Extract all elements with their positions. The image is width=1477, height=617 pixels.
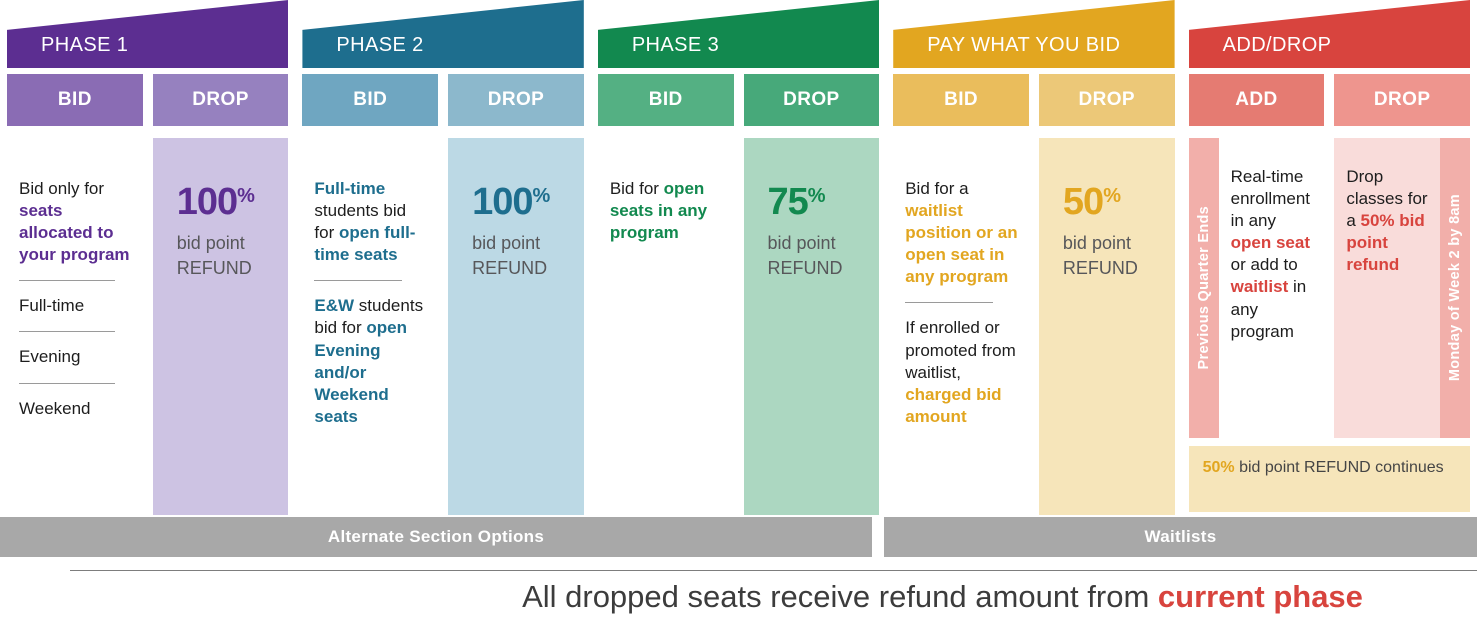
pwyb-drop-header: DROP bbox=[1038, 74, 1175, 126]
pwyb-bid-column: BID Bid for a waitlist position or an op… bbox=[893, 74, 1029, 515]
footer-note-highlight: current phase bbox=[1157, 579, 1363, 614]
refund-continues-text: 50% bid point REFUND continues bbox=[1202, 459, 1444, 476]
pwyb-bid-header: BID bbox=[893, 74, 1029, 126]
add-header: ADD bbox=[1188, 74, 1325, 126]
phase-3-columns: BID Bid for open seats in any program DR… bbox=[597, 74, 880, 515]
program-item: Evening bbox=[19, 347, 81, 367]
phase-3-bid-cell: Bid for open seats in any program bbox=[598, 138, 734, 515]
phase-3-drop-header: DROP bbox=[743, 74, 880, 126]
footer-note-text: All dropped seats receive refund amount … bbox=[522, 579, 1158, 614]
phase-2-bid-header: BID bbox=[302, 74, 439, 126]
drop-cell-wrap: Drop classes for a 50% bid point refund … bbox=[1334, 138, 1471, 438]
pwyb-bid-text-2: If enrolled or promoted from waitlist, c… bbox=[905, 318, 1016, 426]
refund-caption: REFUND bbox=[1062, 257, 1138, 278]
footer-note: All dropped seats receive refund amount … bbox=[420, 579, 1465, 614]
phase-2-drop-header: DROP bbox=[448, 74, 584, 126]
refund-percentage: 50% bbox=[1062, 181, 1121, 223]
phase-3-drop-cell: 75% bid point REFUND bbox=[743, 138, 880, 515]
add-drop-section: ADD/DROP ADD Previous Quarter Ends Real-… bbox=[1188, 0, 1471, 515]
refund-caption: bid point bbox=[767, 233, 836, 254]
phase-2-bid-column: BID Full-time students bid for open full… bbox=[302, 74, 439, 515]
previous-quarter-ends-strip: Previous Quarter Ends bbox=[1188, 138, 1219, 438]
add-cell-wrap: Previous Quarter Ends Real-time enrollme… bbox=[1188, 138, 1325, 438]
program-item: Weekend bbox=[19, 398, 91, 418]
phase-1-columns: BID Bid only for seats allocated to your… bbox=[7, 74, 289, 515]
phase-3-drop-column: DROP 75% bid point REFUND bbox=[743, 74, 880, 515]
pwyb-bid-cell: Bid for a waitlist position or an open s… bbox=[893, 138, 1029, 515]
add-cell: Real-time enrollment in any open seat or… bbox=[1219, 138, 1325, 438]
phases-row: PHASE 1 BID Bid only for seats allocated… bbox=[7, 0, 1471, 515]
phase-1-bid-cell: Bid only for seats allocated to your pro… bbox=[7, 138, 143, 515]
refund-percentage: 100% bbox=[176, 181, 255, 223]
refund-caption: bid point bbox=[1062, 233, 1131, 254]
add-text: Real-time enrollment in any open seat or… bbox=[1230, 167, 1310, 341]
drop-cell: Drop classes for a 50% bid point refund bbox=[1334, 138, 1441, 438]
refund-continues-bar: 50% bid point REFUND continues bbox=[1188, 446, 1471, 512]
phase-3-bid-text: Bid for open seats in any program bbox=[609, 179, 708, 243]
phase-3-banner: PHASE 3 bbox=[597, 0, 880, 68]
drop-text: Drop classes for a 50% bid point refund bbox=[1346, 167, 1428, 275]
phase-1-banner: PHASE 1 bbox=[7, 0, 289, 68]
refund-caption: bid point bbox=[472, 233, 541, 254]
add-drop-banner: ADD/DROP bbox=[1188, 0, 1471, 68]
pay-what-you-bid-banner: PAY WHAT YOU BID bbox=[893, 0, 1175, 68]
add-drop-drop-header: DROP bbox=[1334, 74, 1471, 126]
refund-caption: REFUND bbox=[767, 257, 843, 278]
phase-2-drop-cell: 100% bid point REFUND bbox=[448, 138, 584, 515]
refund-percentage: 75% bbox=[767, 181, 826, 223]
divider-line bbox=[314, 280, 403, 282]
phase-2-bid-text-1: Full-time students bid for open full-tim… bbox=[314, 179, 416, 265]
phase-3-section: PHASE 3 BID Bid for open seats in any pr… bbox=[597, 0, 880, 515]
phase-2-bid-cell: Full-time students bid for open full-tim… bbox=[302, 138, 438, 515]
monday-week2-strip: Monday of Week 2 by 8am bbox=[1440, 138, 1471, 438]
pwyb-drop-column: DROP 50% bid point REFUND bbox=[1038, 74, 1175, 515]
add-column: ADD Previous Quarter Ends Real-time enro… bbox=[1188, 74, 1325, 438]
refund-caption: bid point bbox=[176, 233, 245, 254]
alternate-section-options-bar: Alternate Section Options bbox=[0, 517, 872, 557]
phase-1-drop-header: DROP bbox=[152, 74, 289, 126]
divider-line bbox=[19, 331, 115, 333]
divider-line bbox=[19, 382, 115, 384]
add-drop-drop-column: DROP Drop classes for a 50% bid point re… bbox=[1334, 74, 1471, 438]
pwyb-drop-cell: 50% bid point REFUND bbox=[1038, 138, 1175, 515]
add-drop-columns: ADD Previous Quarter Ends Real-time enro… bbox=[1188, 74, 1471, 438]
phase-2-drop-column: DROP 100% bid point REFUND bbox=[448, 74, 584, 515]
refund-percentage: 100% bbox=[472, 181, 551, 223]
phase-2-columns: BID Full-time students bid for open full… bbox=[302, 74, 584, 515]
phase-1-drop-cell: 100% bid point REFUND bbox=[152, 138, 289, 515]
phase-1-bid-header: BID bbox=[7, 74, 143, 126]
phase-2-banner: PHASE 2 bbox=[302, 0, 584, 68]
waitlists-bar: Waitlists bbox=[884, 517, 1477, 557]
phase-1-bid-column: BID Bid only for seats allocated to your… bbox=[7, 74, 143, 515]
phase-1-section: PHASE 1 BID Bid only for seats allocated… bbox=[7, 0, 289, 515]
phase-3-bid-header: BID bbox=[597, 74, 734, 126]
pay-what-you-bid-section: PAY WHAT YOU BID BID Bid for a waitlist … bbox=[893, 0, 1175, 515]
program-item: Full-time bbox=[19, 296, 85, 316]
phase-1-drop-column: DROP 100% bid point REFUND bbox=[152, 74, 289, 515]
divider-line bbox=[905, 302, 994, 304]
pwyb-bid-text-1: Bid for a waitlist position or an open s… bbox=[905, 179, 1018, 287]
refund-caption: REFUND bbox=[472, 257, 548, 278]
phase-2-bid-text-2: E&W students bid for open Evening and/or… bbox=[314, 296, 424, 426]
refund-caption: REFUND bbox=[176, 257, 252, 278]
divider-line bbox=[19, 280, 115, 282]
bottom-bars-row: Alternate Section Options Waitlists bbox=[0, 517, 1477, 557]
pay-what-you-bid-columns: BID Bid for a waitlist position or an op… bbox=[893, 74, 1175, 515]
phase-3-bid-column: BID Bid for open seats in any program bbox=[597, 74, 734, 515]
phase-1-bid-text: Bid only for seats allocated to your pro… bbox=[19, 179, 130, 265]
phase-2-section: PHASE 2 BID Full-time students bid for o… bbox=[302, 0, 584, 515]
footer-divider-line bbox=[70, 570, 1477, 571]
